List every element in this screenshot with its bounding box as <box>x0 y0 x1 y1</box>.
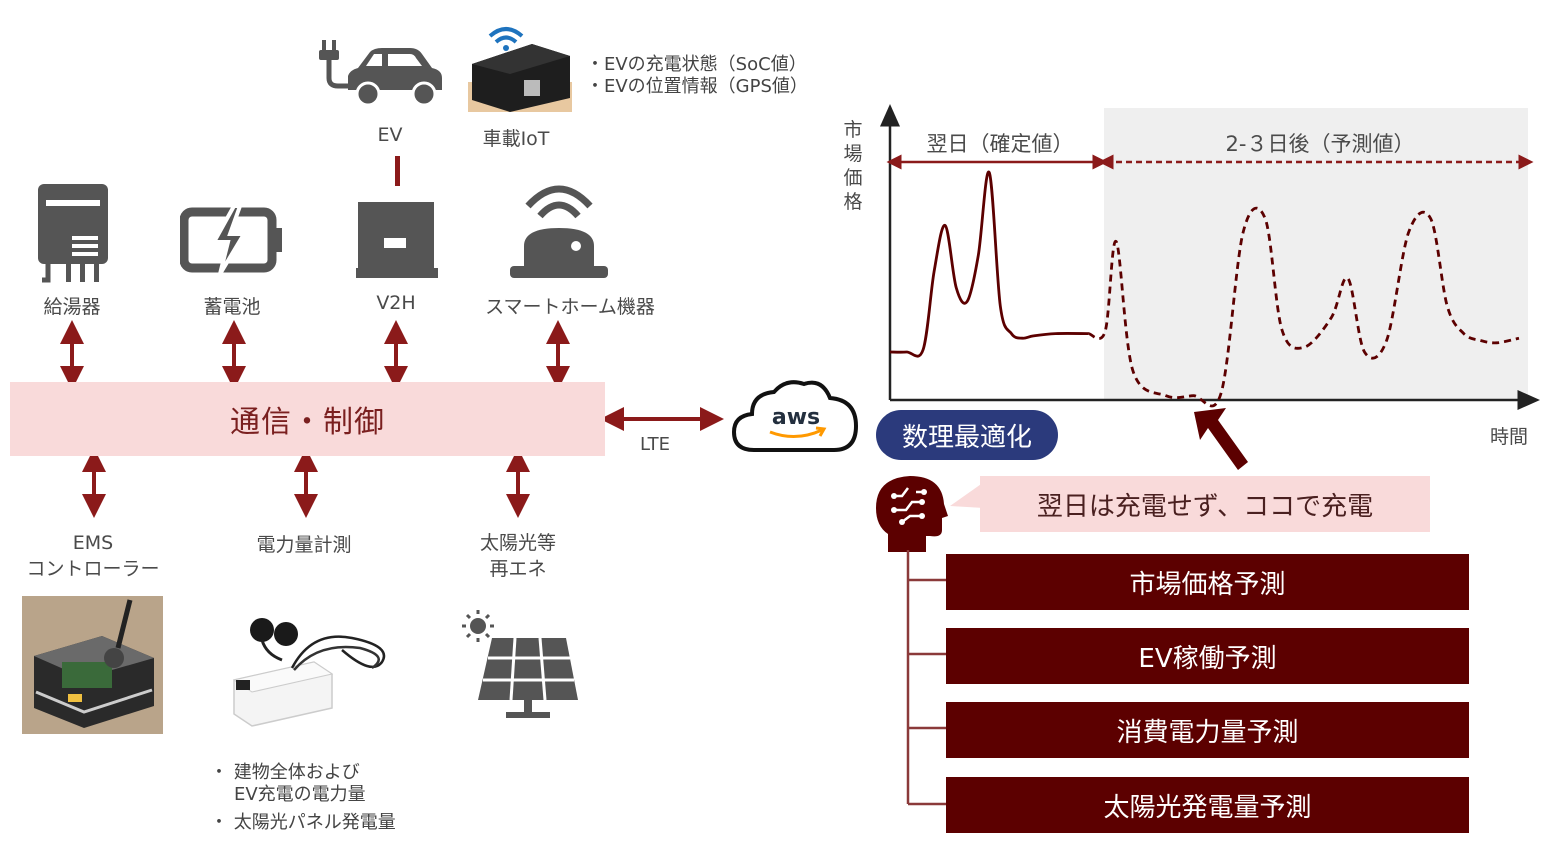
bubble-tail <box>950 482 984 508</box>
water-heater-icon <box>38 184 108 283</box>
battery-label: 蓄電池 <box>203 296 261 318</box>
solar-label-line1: 太陽光等 <box>479 532 556 554</box>
solar-label-line2: 再エネ <box>489 558 547 580</box>
iot-bullet-soc: ・EVの充電状態（SoC値） <box>586 54 807 75</box>
ai-head-icon <box>876 476 948 552</box>
v2h-label: V2H <box>376 292 416 314</box>
optimization-badge: 数理最適化 <box>876 410 1058 460</box>
meter-bullet-2: ・ 太陽光パネル発電量 <box>210 812 396 833</box>
ev-v2h-connector <box>395 156 400 186</box>
ems-label-line2: コントローラー <box>26 558 160 580</box>
fixed-price-line <box>889 170 1089 358</box>
solar-label: 太陽光等 再エネ <box>460 530 576 582</box>
smart-home-label: スマートホーム機器 <box>485 296 655 318</box>
iot-label: 車載IoT <box>482 128 550 150</box>
power-meter-photo <box>232 618 386 727</box>
solar-panel-icon <box>462 610 578 718</box>
smart-home-icon <box>510 185 608 278</box>
lte-label: LTE <box>640 434 670 455</box>
aws-text: aws <box>772 405 820 430</box>
battery-icon <box>180 204 282 276</box>
pointer-arrow <box>1194 408 1248 470</box>
ev-label: EV <box>377 124 403 146</box>
iot-device-photo <box>468 27 572 112</box>
aws-cloud-icon: aws <box>731 380 859 452</box>
water-heater-label: 給湯器 <box>43 296 101 318</box>
comm-control-bar: 通信・制御 <box>10 382 605 456</box>
ems-label-line1: EMS <box>72 532 114 554</box>
fixed-section-label: 翌日（確定値） <box>926 132 1074 156</box>
meter-label: 電力量計測 <box>256 534 352 556</box>
iot-bullets: ・EVの充電状態（SoC値） ・EVの位置情報（GPS値） <box>586 54 808 98</box>
meter-bullets: ・ 建物全体および EV充電の電力量 ・ 太陽光パネル発電量 <box>210 762 396 834</box>
prediction-ev-operation: EV稼働予測 <box>946 628 1469 684</box>
ems-controller-photo <box>22 596 163 734</box>
x-axis-label: 時間 <box>1489 426 1528 448</box>
ems-label: EMS コントローラー <box>10 530 176 582</box>
prediction-market-price: 市場価格予測 <box>946 554 1469 610</box>
y-axis-label: 市場価格 <box>843 119 863 213</box>
prediction-consumption: 消費電力量予測 <box>946 702 1469 758</box>
meter-bullet-1: ・ 建物全体および <box>210 762 360 783</box>
meter-bullet-1-cont: EV充電の電力量 <box>234 784 366 805</box>
v2h-icon <box>356 202 438 278</box>
prediction-tree-lines <box>906 550 946 806</box>
speech-bubble: 翌日は充電せず、ココで充電 <box>980 476 1430 532</box>
forecast-price-line <box>1088 206 1520 408</box>
forecast-section-label: 2-３日後（予測値） <box>1225 132 1415 156</box>
price-chart <box>880 104 1540 410</box>
prediction-solar-generation: 太陽光発電量予測 <box>946 777 1469 833</box>
ev-car-icon <box>319 40 442 107</box>
iot-bullet-gps: ・EVの位置情報（GPS値） <box>586 76 808 97</box>
